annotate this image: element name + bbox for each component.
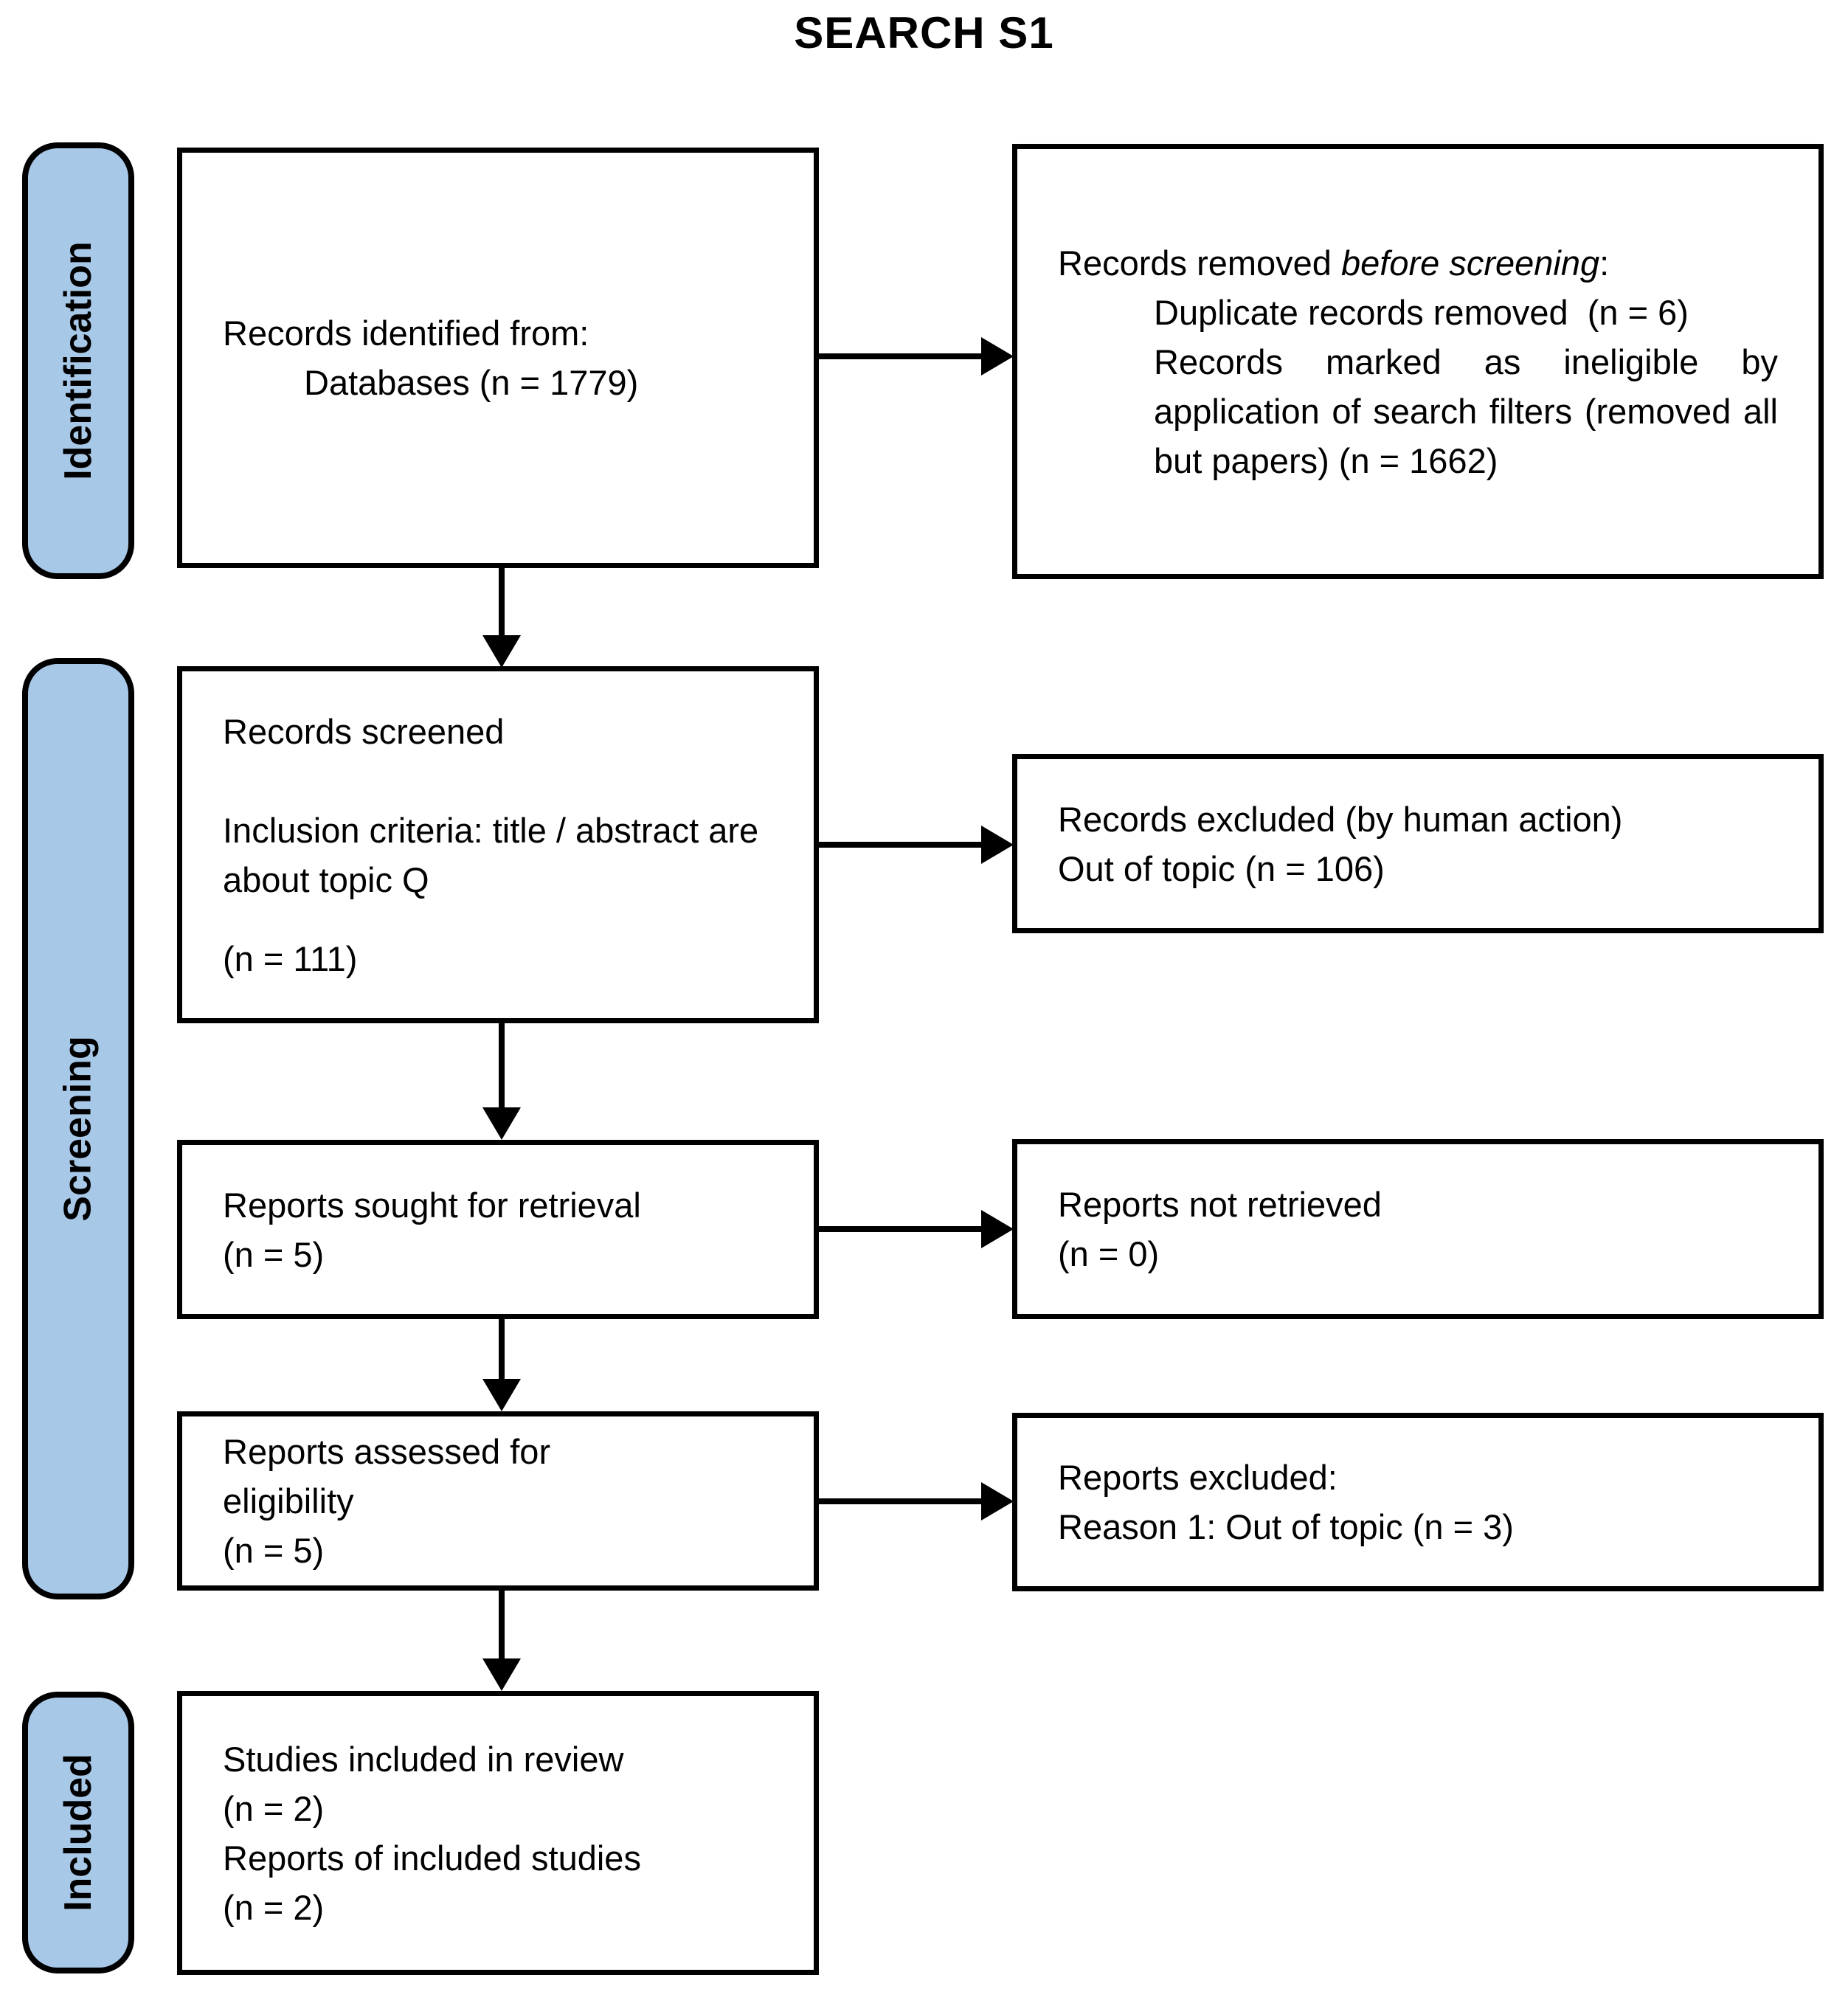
records-removed-heading: Records removed before screening: — [1058, 238, 1778, 288]
arrow-sought-to-assessed-head-icon — [482, 1379, 521, 1411]
arrow-sought-to-not-retrieved-head-icon — [981, 1210, 1014, 1248]
records-removed-heading-suffix: : — [1599, 243, 1610, 283]
reports-sought-line1: Reports sought for retrieval — [223, 1185, 641, 1225]
stage-screening: Screening — [22, 658, 134, 1599]
arrow-assessed-to-excluded-head-icon — [981, 1482, 1014, 1521]
records-screened-line2: Inclusion criteria: title / abstract are… — [223, 810, 759, 899]
spacer — [223, 904, 773, 934]
reports-sought-line2: (n = 5) — [223, 1234, 325, 1274]
reports-not-retrieved-line2: (n = 0) — [1058, 1234, 1160, 1273]
arrow-assessed-to-included-head-icon — [482, 1658, 521, 1691]
diagram-title: SEARCH S1 — [794, 8, 1054, 58]
records-removed-item2: Records marked as ineligible by applicat… — [1154, 342, 1778, 480]
box-studies-included: Studies included in review (n = 2) Repor… — [177, 1691, 819, 1975]
studies-included-line4: (n = 2) — [223, 1887, 325, 1927]
stage-screening-label: Screening — [57, 1036, 100, 1222]
arrow-identified-to-removed-shaft — [819, 353, 984, 359]
records-screened-line1: Records screened — [223, 711, 505, 751]
stage-included-label: Included — [57, 1754, 100, 1912]
reports-assessed-line2: eligibility — [223, 1481, 354, 1521]
arrow-assessed-to-included-shaft — [499, 1591, 505, 1660]
arrow-screened-to-excluded-head-icon — [981, 826, 1014, 864]
records-identified-line2: Databases (n = 1779) — [304, 363, 639, 402]
arrow-identified-to-screened-head-icon — [482, 635, 521, 668]
records-removed-item1: Duplicate records removed (n = 6) — [1154, 292, 1689, 332]
records-excluded-line1: Records excluded (by human action) — [1058, 799, 1623, 839]
arrow-screened-to-sought-head-icon — [482, 1107, 521, 1140]
records-screened-line3: (n = 111) — [223, 938, 358, 978]
stage-included: Included — [22, 1692, 134, 1973]
studies-included-line1: Studies included in review — [223, 1739, 624, 1779]
stage-identification: Identification — [22, 142, 134, 579]
records-removed-heading-italic: before screening — [1341, 243, 1600, 283]
arrow-identified-to-screened-shaft — [499, 568, 505, 638]
reports-not-retrieved-line1: Reports not retrieved — [1058, 1185, 1382, 1224]
arrow-sought-to-not-retrieved-shaft — [819, 1226, 984, 1232]
box-reports-not-retrieved: Reports not retrieved (n = 0) — [1012, 1139, 1824, 1319]
records-identified-line1: Records identified from: — [223, 314, 589, 353]
studies-included-line3: Reports of included studies — [223, 1838, 641, 1878]
spacer — [223, 756, 773, 806]
box-records-excluded: Records excluded (by human action) Out o… — [1012, 754, 1824, 933]
stage-identification-label: Identification — [57, 241, 100, 480]
records-excluded-line2: Out of topic (n = 106) — [1058, 848, 1385, 888]
box-reports-excluded: Reports excluded: Reason 1: Out of topic… — [1012, 1413, 1824, 1591]
box-reports-sought: Reports sought for retrieval (n = 5) — [177, 1140, 819, 1319]
box-reports-assessed: Reports assessed for eligibility (n = 5) — [177, 1411, 819, 1591]
arrow-sought-to-assessed-shaft — [499, 1319, 505, 1382]
reports-excluded-line1: Reports excluded: — [1058, 1458, 1337, 1497]
reports-excluded-line2: Reason 1: Out of topic (n = 3) — [1058, 1507, 1514, 1546]
studies-included-line2: (n = 2) — [223, 1788, 325, 1828]
box-records-removed: Records removed before screening: Duplic… — [1012, 144, 1824, 579]
reports-assessed-line3: (n = 5) — [223, 1531, 325, 1570]
reports-assessed-line1: Reports assessed for — [223, 1432, 551, 1471]
box-records-screened: Records screened Inclusion criteria: tit… — [177, 666, 819, 1023]
arrow-screened-to-sought-shaft — [499, 1023, 505, 1110]
records-removed-heading-prefix: Records removed — [1058, 243, 1341, 283]
arrow-identified-to-removed-head-icon — [981, 337, 1014, 376]
arrow-assessed-to-excluded-shaft — [819, 1498, 984, 1504]
box-records-identified: Records identified from: Databases (n = … — [177, 148, 819, 568]
arrow-screened-to-excluded-shaft — [819, 842, 984, 848]
